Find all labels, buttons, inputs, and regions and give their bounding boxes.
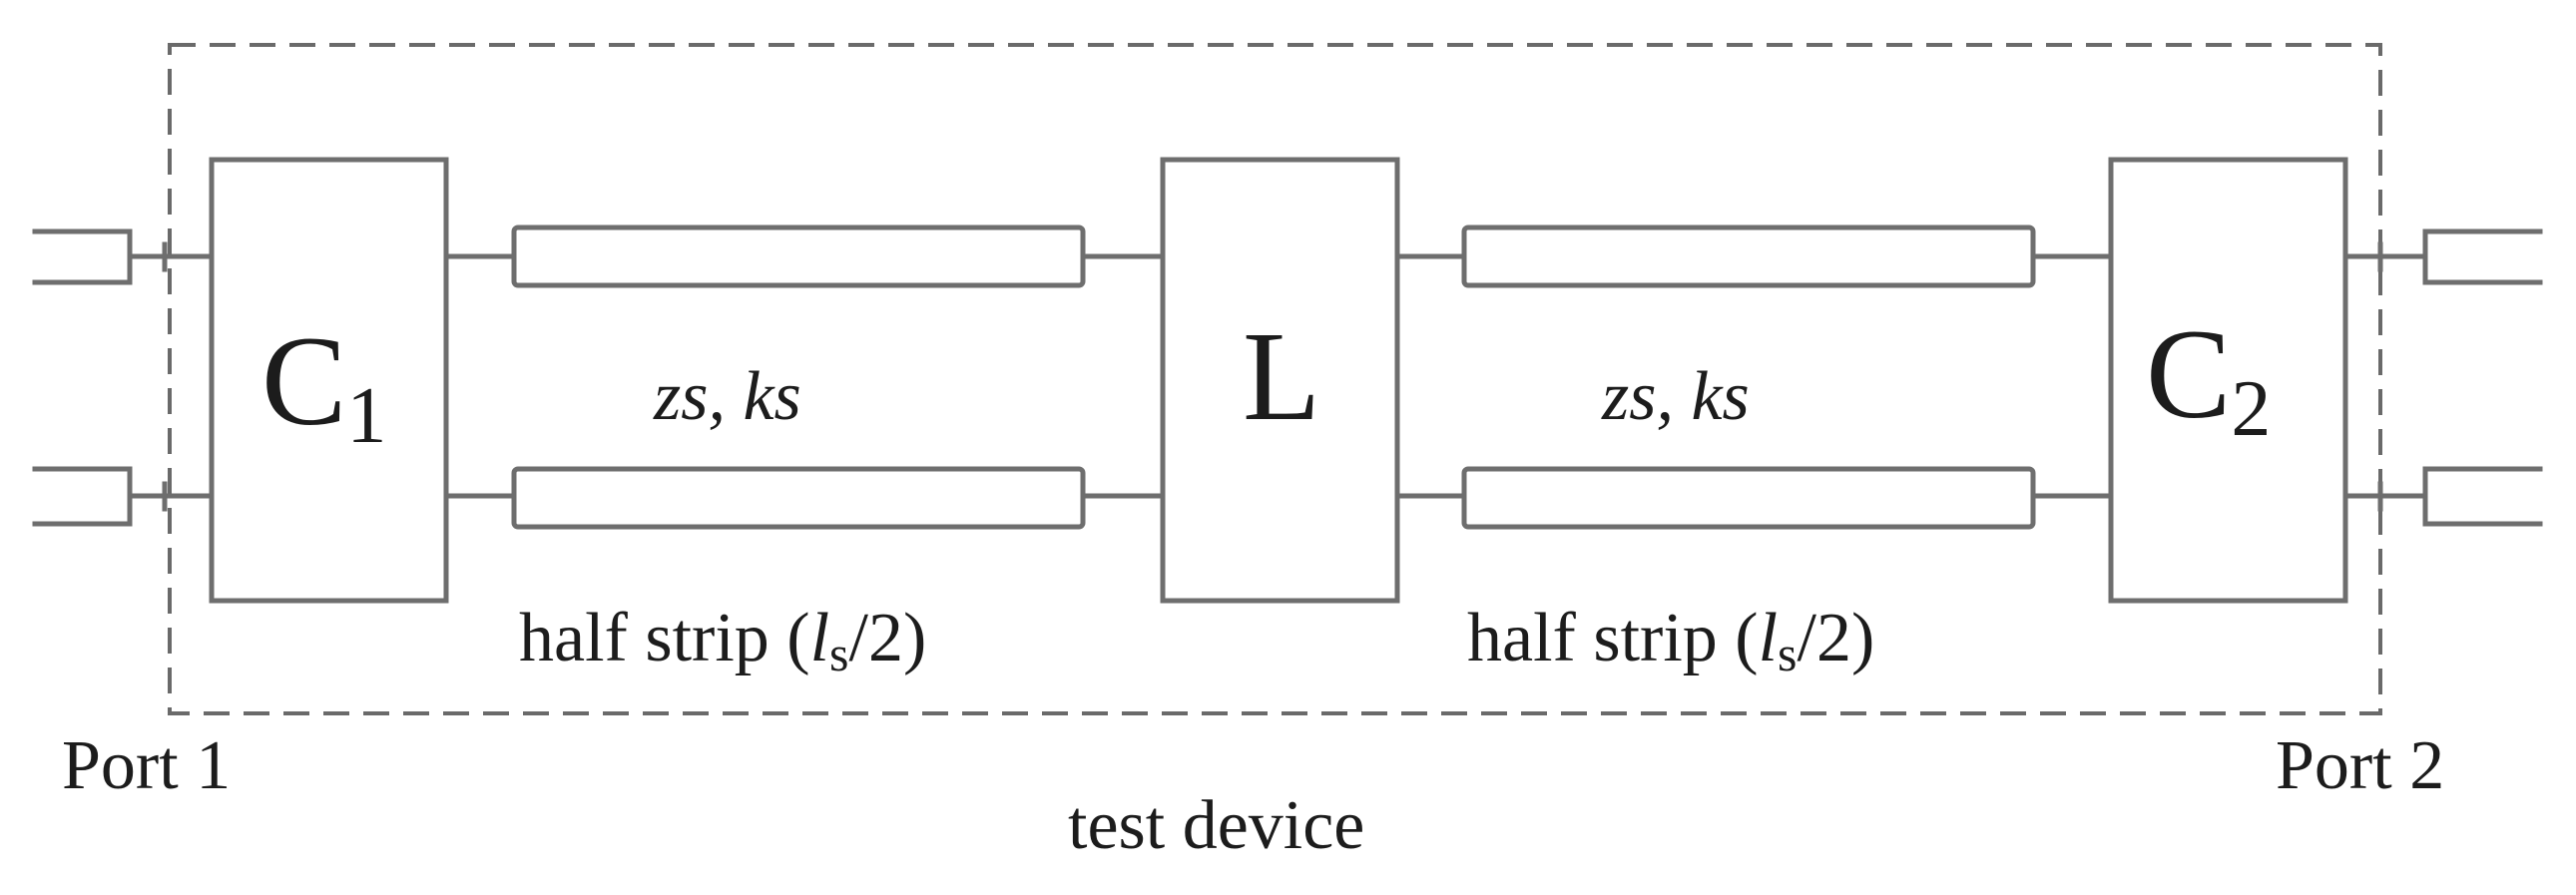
left-bottom-strip <box>511 466 1086 530</box>
c1-label: C1 <box>261 310 386 460</box>
port2-top-line <box>2422 228 2543 285</box>
port1-bottom-line <box>32 466 133 527</box>
connection-stubs <box>443 253 2114 499</box>
right-line-params: zs, ks <box>1601 358 1750 435</box>
c2-block <box>2108 157 2348 604</box>
left-strip-length-label: half strip (ls/2) <box>519 600 926 681</box>
l-label: L <box>1243 305 1320 447</box>
port2-feed-lines <box>2342 228 2543 527</box>
left-top-strip <box>511 224 1086 288</box>
c2-label: C2 <box>2146 303 2271 453</box>
right-strip-length-label: half strip (ls/2) <box>1467 600 1874 681</box>
l-block <box>1160 157 1400 604</box>
right-top-strip <box>1461 224 2036 288</box>
port2-label: Port 2 <box>2276 727 2444 804</box>
right-bottom-strip <box>1461 466 2036 530</box>
left-line-params: zs, ks <box>653 358 801 435</box>
port1-feed-lines <box>32 228 215 527</box>
port2-bottom-line <box>2422 466 2543 527</box>
c1-block <box>209 157 449 604</box>
port1-top-line <box>32 228 133 285</box>
test-device-label: test device <box>1068 787 1364 864</box>
port1-label: Port 1 <box>62 727 231 804</box>
